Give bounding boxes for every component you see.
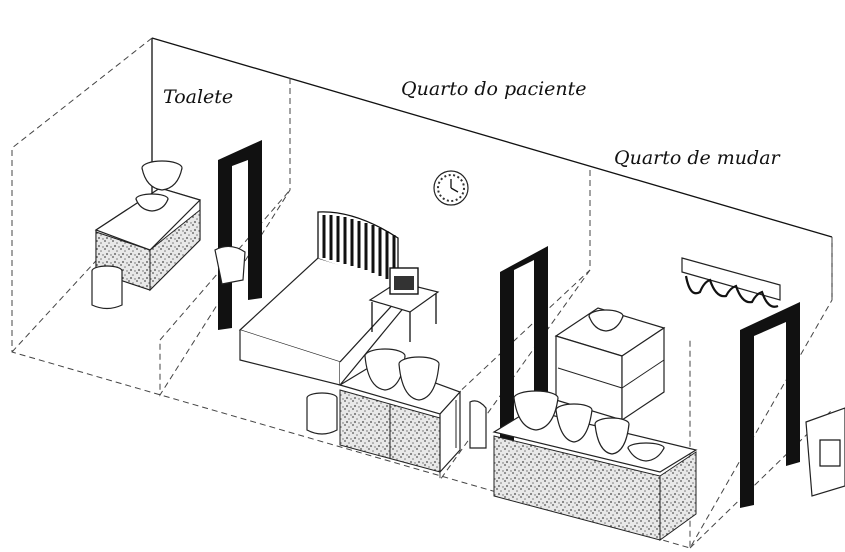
toilet-bin bbox=[91, 265, 123, 310]
changing-room-basins bbox=[513, 390, 665, 462]
toilet-door bbox=[218, 140, 262, 330]
label-toilet: Toalete bbox=[163, 86, 234, 108]
coat-hook-rack bbox=[681, 257, 781, 308]
changing-room-counter bbox=[492, 409, 698, 541]
shelf-unit bbox=[554, 307, 666, 422]
partition-right bbox=[689, 237, 833, 550]
changing-room-sink bbox=[455, 400, 487, 449]
patient-basins bbox=[364, 348, 440, 401]
laundry-unit bbox=[805, 407, 845, 497]
toilet-bowl bbox=[214, 245, 246, 285]
bedside-table bbox=[368, 267, 440, 342]
changing-room-exit-door bbox=[740, 302, 800, 508]
label-changing-room: Quarto de mudar bbox=[614, 147, 780, 169]
patient-bin bbox=[306, 392, 338, 435]
patient-bed bbox=[238, 211, 412, 386]
toilet-basin-stack bbox=[135, 160, 183, 212]
label-patient-room: Quarto do paciente bbox=[401, 78, 587, 100]
wall-clock bbox=[433, 170, 469, 206]
